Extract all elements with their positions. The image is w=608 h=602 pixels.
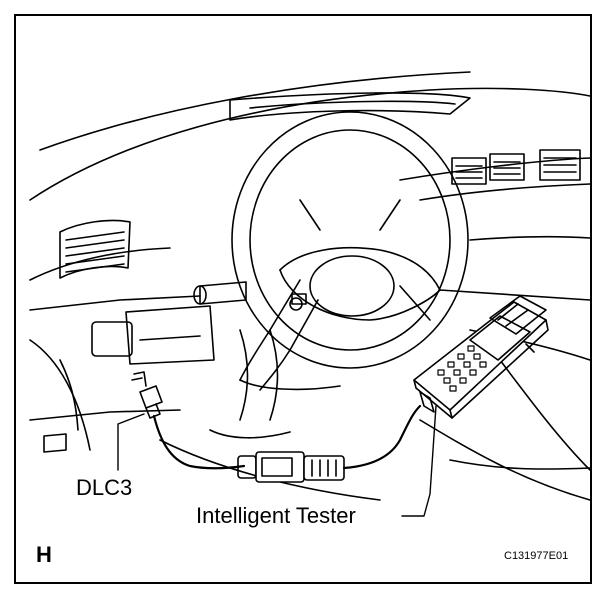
left-air-vent-icon — [59, 219, 131, 279]
dashboard-outline — [29, 71, 591, 501]
steering-column — [193, 281, 291, 439]
right-air-vent-icon — [451, 149, 581, 185]
intelligent-tester-label: Intelligent Tester — [196, 503, 356, 528]
steering-wheel-icon — [231, 111, 469, 391]
figure-id: C131977E01 — [504, 550, 569, 562]
cable-coupler-icon — [237, 451, 345, 483]
lower-dash-panel — [43, 305, 215, 453]
intelligent-tester-icon — [413, 295, 549, 419]
callout-leaders — [117, 405, 437, 517]
figure-corner-letter: H — [36, 542, 52, 567]
dlc3-label: DLC3 — [76, 475, 133, 500]
